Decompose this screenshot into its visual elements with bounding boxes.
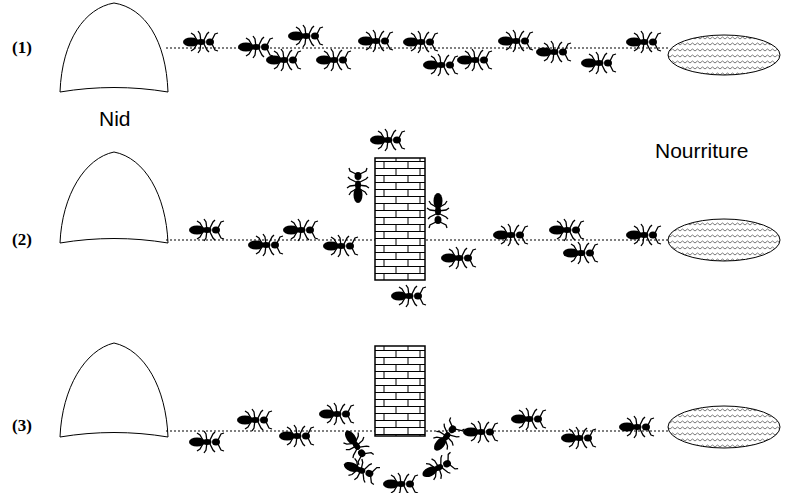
ant bbox=[283, 219, 318, 241]
ant bbox=[549, 219, 584, 241]
ant bbox=[457, 49, 492, 71]
ant bbox=[189, 219, 224, 241]
ant bbox=[288, 25, 323, 47]
ant bbox=[561, 427, 596, 449]
ant bbox=[189, 431, 224, 453]
ant bbox=[370, 129, 405, 151]
row-number: (2) bbox=[12, 230, 32, 250]
ant bbox=[279, 425, 314, 447]
ant bbox=[441, 247, 476, 269]
ant bbox=[581, 52, 616, 74]
ant bbox=[248, 234, 283, 256]
ant bbox=[266, 49, 301, 71]
ant bbox=[391, 285, 426, 307]
ant bbox=[347, 168, 369, 203]
ant bbox=[319, 403, 354, 425]
ant bbox=[498, 30, 533, 52]
nest-label: Nid bbox=[99, 107, 131, 131]
ant bbox=[237, 409, 272, 431]
ant bbox=[323, 235, 358, 257]
ant bbox=[626, 31, 661, 53]
ant bbox=[626, 224, 661, 246]
ant bbox=[423, 54, 458, 76]
row-number: (1) bbox=[12, 38, 32, 58]
ant bbox=[427, 193, 449, 228]
ant bbox=[463, 421, 498, 443]
ant bbox=[418, 450, 459, 485]
ant bbox=[340, 454, 380, 487]
ant bbox=[358, 30, 393, 52]
ant bbox=[183, 31, 218, 53]
row-number: (3) bbox=[12, 416, 32, 436]
ant bbox=[536, 41, 571, 63]
ant bbox=[493, 224, 528, 246]
ant bbox=[563, 242, 598, 264]
ant bbox=[316, 49, 351, 71]
ant bbox=[238, 36, 273, 58]
ant bbox=[403, 31, 438, 53]
ant bbox=[619, 416, 654, 438]
ant bbox=[511, 408, 546, 430]
food-label: Nourriture bbox=[655, 139, 748, 163]
ant bbox=[383, 473, 418, 493]
ant bbox=[427, 416, 466, 457]
